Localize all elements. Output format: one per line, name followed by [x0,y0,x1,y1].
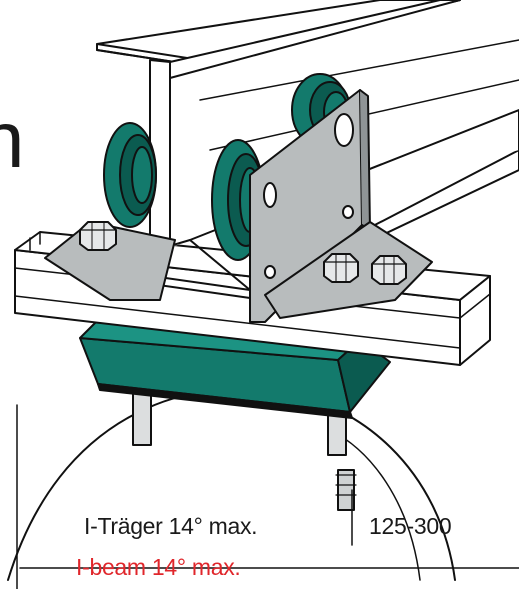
range-label: 125-300 [369,513,452,539]
clamp-block-base [97,383,353,419]
nut-icon-right-1 [323,253,359,283]
beam-label-german: I-Träger 14° max. [84,513,258,539]
wheel-icon-left [103,122,157,228]
beam-label-english: I-beam 14° max. [76,554,241,580]
nut-icon-right-2 [371,255,407,285]
cut-off-heading-char: n [0,95,25,184]
nut-icon-left [79,221,117,251]
strut-channel-end [459,275,491,366]
